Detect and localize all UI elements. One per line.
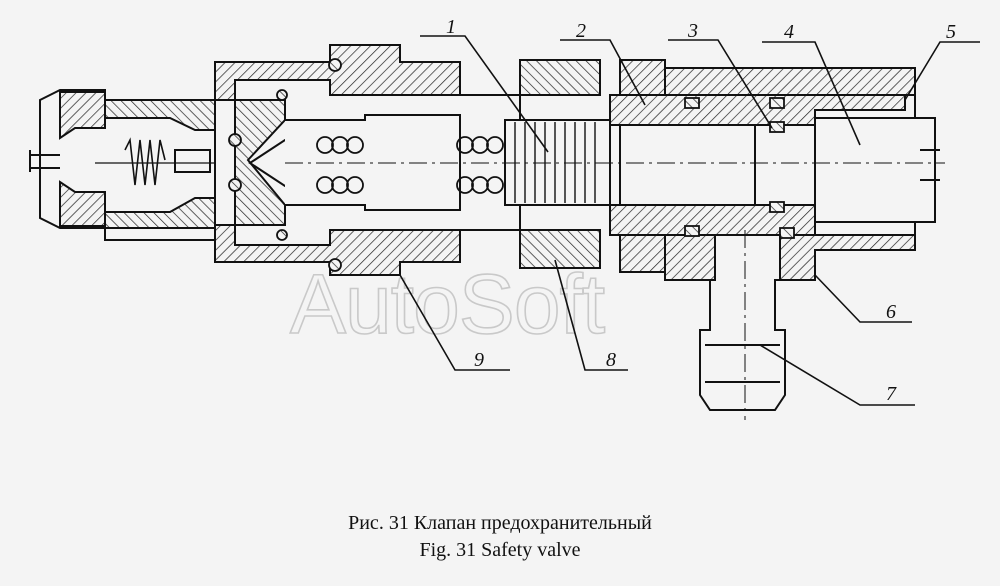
callout-9: 9 xyxy=(474,349,484,371)
callout-labels: 1 2 3 4 5 6 7 8 9 xyxy=(446,16,956,405)
leader-2 xyxy=(560,39,646,106)
callout-6: 6 xyxy=(886,301,896,323)
leader-lines xyxy=(399,35,980,406)
callout-5: 5 xyxy=(946,21,956,43)
adjusting-screw-head xyxy=(814,117,936,223)
inlet-fitting-wall-bottom xyxy=(59,180,106,227)
leader-8 xyxy=(554,259,628,371)
leader-5 xyxy=(904,41,980,101)
figure-caption-english: Fig. 31 Safety valve xyxy=(419,539,581,561)
o-rings-right xyxy=(684,97,795,239)
callout-1: 1 xyxy=(446,16,456,38)
callout-2: 2 xyxy=(576,20,586,42)
callout-8: 8 xyxy=(606,349,616,371)
valve-seat xyxy=(234,99,286,226)
leader-9 xyxy=(399,274,510,371)
inlet-fitting-wall-top xyxy=(59,91,106,140)
leader-1 xyxy=(420,35,549,153)
leader-4 xyxy=(762,41,861,146)
callout-4: 4 xyxy=(784,21,794,43)
o-rings-left xyxy=(228,58,342,272)
leader-3 xyxy=(668,39,773,129)
housing-right-cap-lower xyxy=(664,234,916,281)
spring-middle xyxy=(316,136,504,194)
callout-7: 7 xyxy=(886,383,897,405)
valve-section xyxy=(29,44,945,420)
outlet-fitting xyxy=(699,234,786,411)
callout-3: 3 xyxy=(687,20,698,42)
leader-6 xyxy=(814,274,912,323)
adjusting-screw xyxy=(619,124,756,206)
inlet-spring xyxy=(124,137,166,186)
lock-nut-lower xyxy=(519,229,601,269)
leader-7 xyxy=(759,344,915,406)
lock-nut xyxy=(519,59,601,96)
housing-right-cap xyxy=(664,67,916,96)
figure-caption-russian: Рис. 31 Клапан предохранительный xyxy=(348,512,652,534)
